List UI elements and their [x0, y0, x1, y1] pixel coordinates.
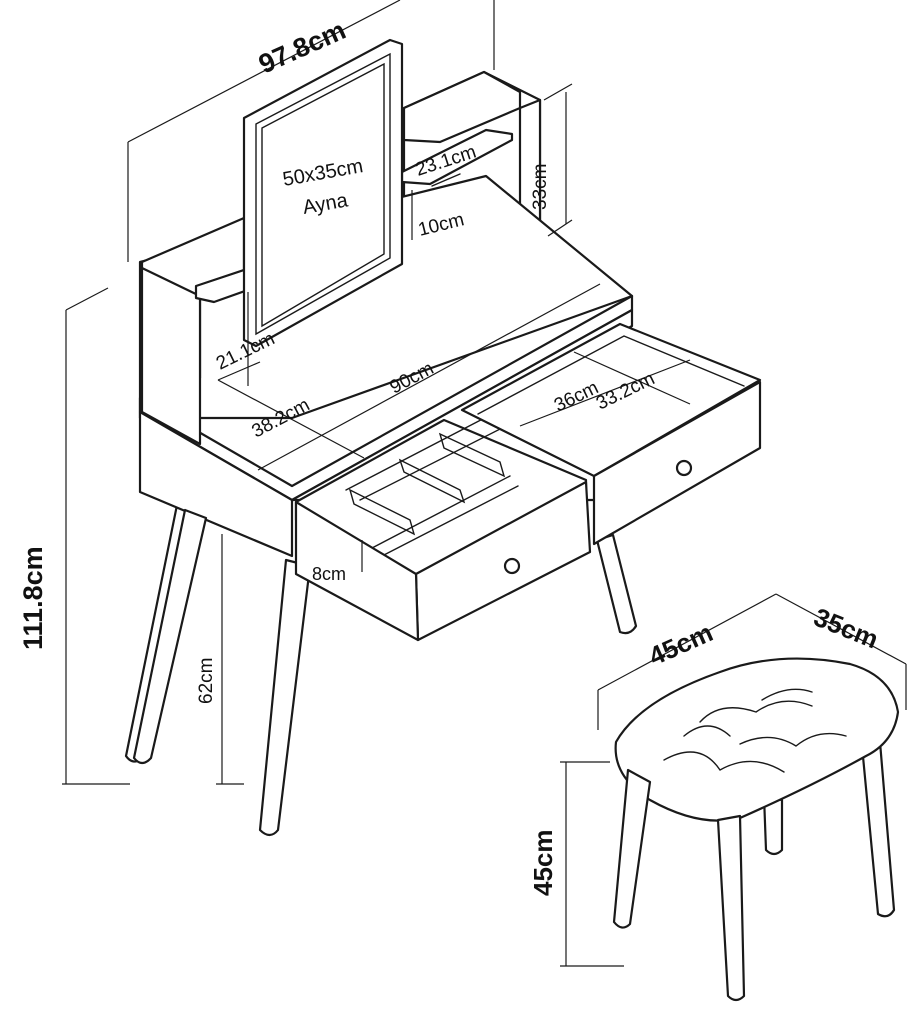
dim-drawer-width [519, 359, 691, 427]
divider-a [345, 409, 501, 491]
drawer-right-knob [675, 459, 693, 477]
desk-apron-left [138, 410, 294, 558]
dim-left-depth [217, 379, 365, 459]
dim-drawer-depth [573, 351, 691, 405]
drawer-right-front [592, 380, 762, 546]
label-drawer-height: 8cm [312, 564, 346, 584]
label-upper-height: 33cm [530, 164, 551, 210]
vanity-table [124, 38, 762, 837]
stool-back-leg-left [762, 794, 784, 856]
label-total-height: 111.8cm [18, 546, 48, 650]
front-center-leg [258, 558, 312, 837]
divider-g [381, 485, 519, 557]
dim-desk-width [257, 283, 601, 471]
stool-front-leg-right [716, 814, 746, 1002]
stool-cushion-tufting-1 [663, 688, 847, 773]
divider-f [371, 475, 511, 549]
dimension-lines [62, 0, 907, 967]
stool-cushion [614, 657, 900, 822]
stool-front-leg-left [612, 768, 652, 929]
divider-b [359, 423, 511, 501]
label-stool-width: 45cm [644, 617, 717, 671]
dim-stool-width [597, 593, 777, 691]
dim-total-width [127, 0, 401, 143]
shelf-support [431, 173, 461, 187]
divider-d [398, 458, 466, 504]
hutch-left-side [140, 266, 202, 446]
label-stool-height: 45cm [528, 830, 558, 897]
drawer-left-side [294, 500, 420, 642]
label-leg-height: 62cm [196, 658, 217, 704]
stool-back-leg-right [860, 740, 896, 918]
divider-c [348, 488, 416, 536]
drawer-left-knob [503, 557, 521, 575]
drawer-right-inner-line [477, 335, 745, 415]
stool [612, 657, 900, 1002]
back-right-leg [595, 533, 638, 635]
mirror-inner-2 [261, 62, 385, 328]
mirror-inner-1 [255, 52, 391, 336]
hutch-right-divider [402, 70, 522, 144]
dim-stool-depth [775, 593, 907, 665]
front-left-leg [132, 508, 208, 765]
divider-e [438, 432, 506, 478]
label-stool-depth: 35cm [810, 602, 883, 655]
